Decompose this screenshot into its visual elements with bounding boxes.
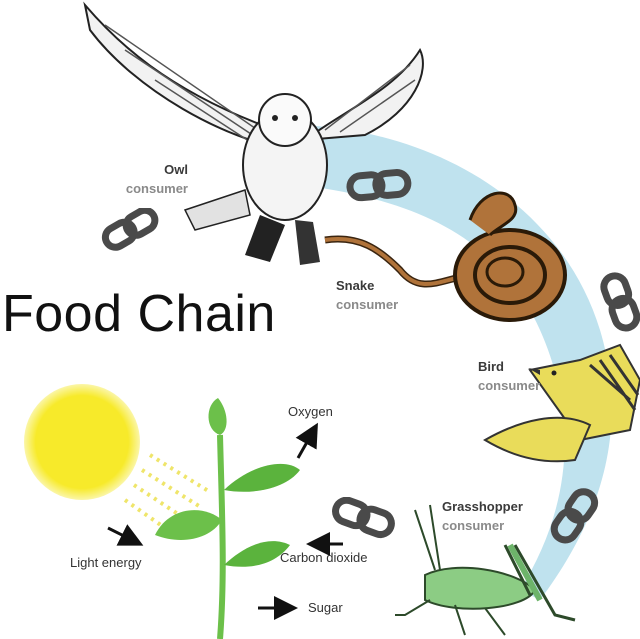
chain-link-icon: [332, 497, 395, 539]
bird-role: consumer: [478, 378, 541, 393]
owl-role: consumer: [125, 181, 188, 196]
bird-label: Bird consumer: [478, 357, 558, 395]
snake-role: consumer: [336, 297, 399, 312]
bird-illustration: [483, 343, 640, 463]
light-energy-label: Light energy: [70, 555, 142, 570]
plant-icon: [155, 398, 300, 639]
snake-label: Snake consumer: [336, 276, 426, 314]
snake-illustration: [324, 191, 567, 322]
owl-illustration: [83, 1, 424, 265]
page-title: Food Chain: [2, 285, 276, 343]
oxygen-label: Oxygen: [288, 404, 333, 419]
carbon-dioxide-label: Carbon dioxide: [280, 550, 368, 565]
grasshopper-name: Grasshopper: [442, 499, 523, 514]
chain-link-icon: [550, 488, 599, 544]
snake-name: Snake: [336, 278, 375, 293]
grasshopper-illustration: [395, 504, 576, 636]
sugar-label: Sugar: [308, 600, 343, 615]
chain-link-icon: [101, 208, 159, 251]
grasshopper-label: Grasshopper consumer: [442, 497, 552, 535]
chain-link-icon: [600, 272, 640, 332]
chain-link-icon: [346, 169, 412, 202]
grasshopper-role: consumer: [442, 518, 505, 533]
bird-name: Bird: [478, 359, 504, 374]
owl-label: Owl consumer: [110, 160, 188, 198]
owl-name: Owl: [164, 162, 188, 177]
